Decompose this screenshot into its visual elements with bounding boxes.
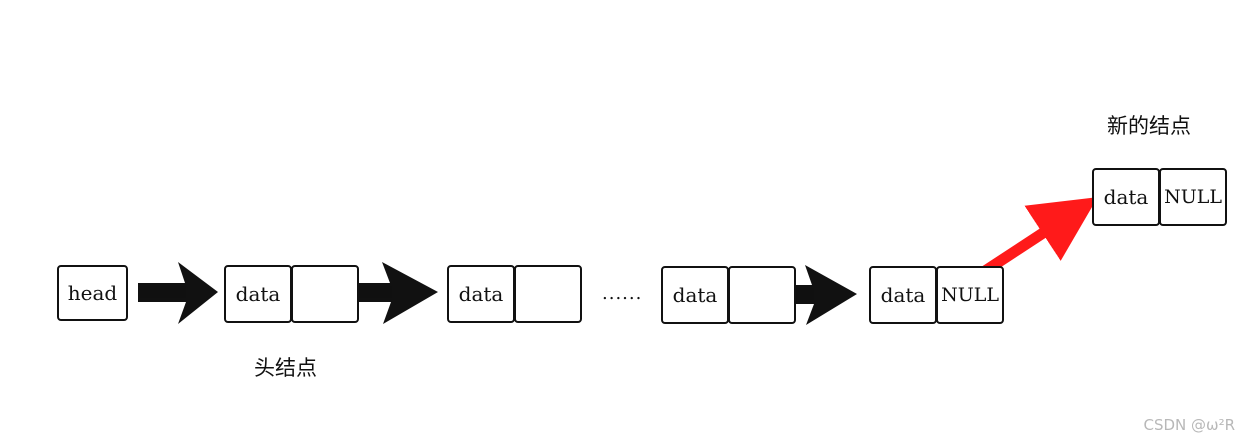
- head-node-label: 头结点: [254, 356, 317, 380]
- link-arrow-head-to-node1: [138, 262, 218, 324]
- node3-next-field: [728, 266, 796, 324]
- ellipsis: ......: [602, 283, 643, 304]
- node2-data-field: data: [447, 265, 515, 323]
- node3-data-field: data: [661, 266, 729, 324]
- new-node-data-field: data: [1092, 168, 1160, 226]
- node1-next-field: [291, 265, 359, 323]
- new-node-label: 新的结点: [1107, 114, 1191, 138]
- node2-next-field: [514, 265, 582, 323]
- node4-data-field: data: [869, 266, 937, 324]
- node4-next-field: NULL: [936, 266, 1004, 324]
- head-pointer-box: head: [57, 265, 128, 321]
- watermark: CSDN @ω²R: [1143, 416, 1235, 434]
- new-link-arrow: [976, 197, 1098, 279]
- node1-data-field: data: [224, 265, 292, 323]
- new-node-next-field: NULL: [1159, 168, 1227, 226]
